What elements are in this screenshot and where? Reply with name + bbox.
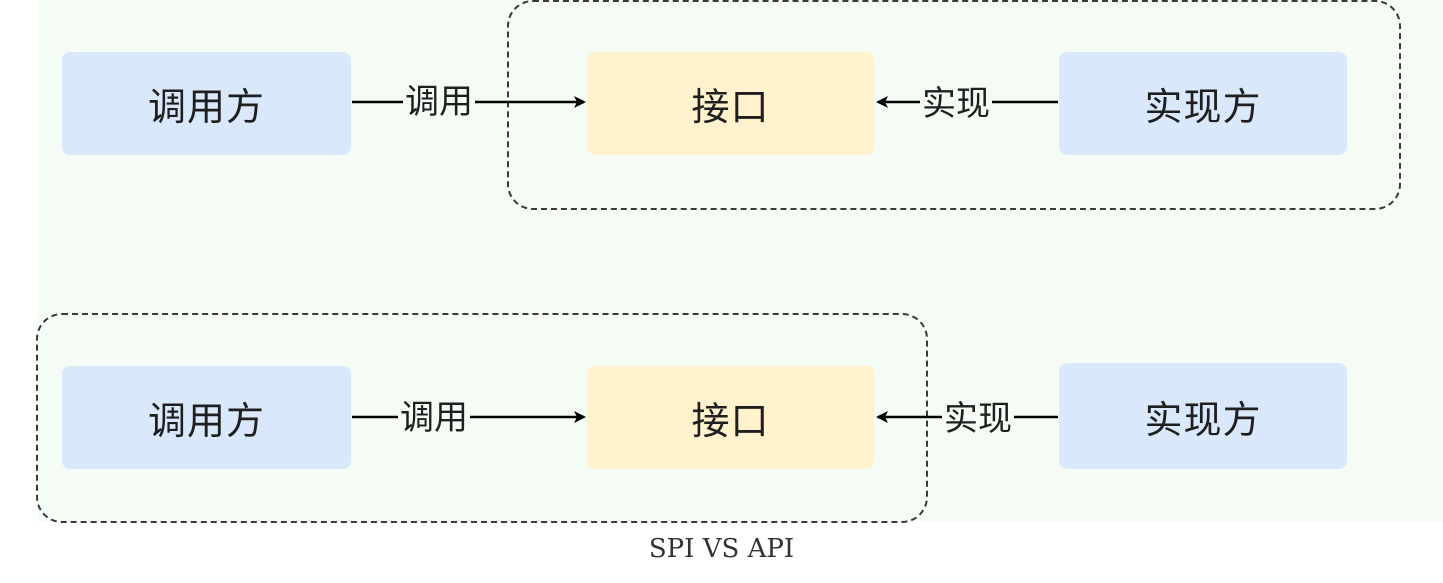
row2-impl-edge-label: 实现 [942, 399, 1014, 439]
row1-implementer-box: 实现方 [1059, 52, 1347, 155]
row2-implementer-box: 实现方 [1059, 363, 1347, 469]
row1-impl-edge-label: 实现 [920, 84, 992, 124]
row2-caller-label: 调用方 [147, 399, 265, 443]
row1-dashed-group [507, 0, 1401, 210]
row2-implementer-label: 实现方 [1144, 397, 1262, 442]
figure-caption: SPI VS API [648, 534, 795, 564]
row1-caller-label: 调用方 [147, 85, 265, 129]
row1-interface-box: 接口 [587, 52, 874, 155]
row2-interface-box: 接口 [587, 366, 874, 469]
row1-interface-label: 接口 [691, 85, 770, 129]
row1-call-edge-label: 调用 [403, 82, 475, 122]
row1-implementer-label: 实现方 [1144, 85, 1262, 129]
row2-call-edge-label: 调用 [398, 398, 470, 438]
row1-caller-box: 调用方 [62, 52, 351, 155]
row2-interface-label: 接口 [691, 399, 770, 443]
row2-caller-box: 调用方 [62, 366, 351, 469]
